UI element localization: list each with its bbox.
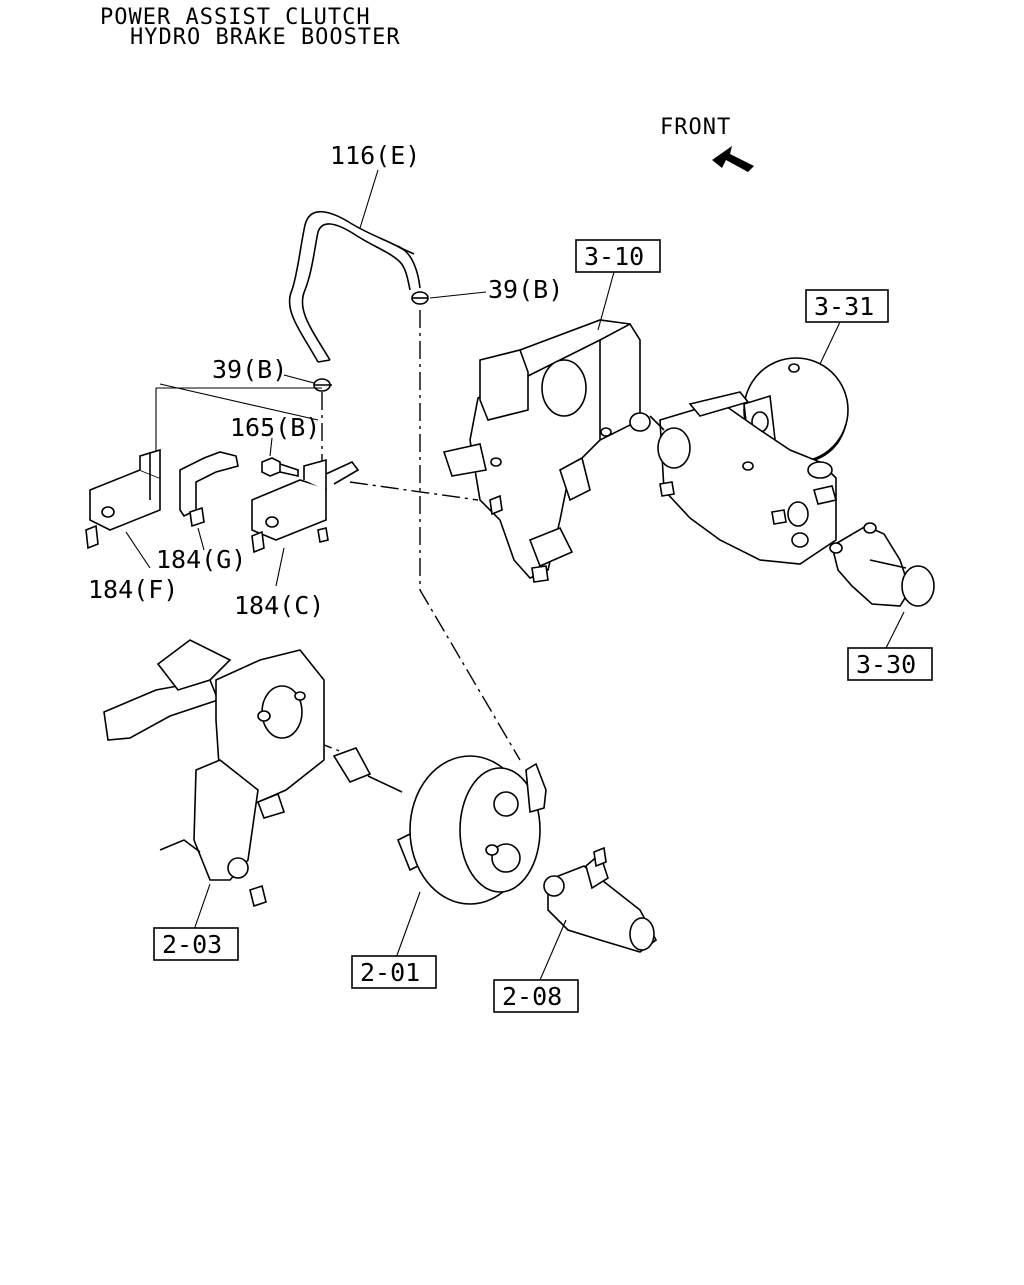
hose-clip-lower — [313, 378, 332, 392]
leader-116e — [359, 169, 379, 229]
ref-box-2-01 — [351, 955, 437, 989]
master-cylinder — [543, 846, 658, 953]
clutch-pedal-bracket — [442, 319, 641, 583]
leader-2-08 — [539, 919, 567, 981]
callout-39b-upper: 39(B) — [488, 275, 563, 304]
clutch-cylinder — [829, 522, 935, 607]
bracket-184g — [179, 451, 239, 528]
ref-2-03: 2-03 — [162, 930, 222, 959]
leader-184g — [197, 527, 205, 551]
leader-165b — [269, 437, 273, 457]
leader-2-03 — [193, 883, 211, 931]
diagram-title-line1: POWER ASSIST CLUTCH — [100, 5, 371, 30]
leader-184c — [275, 547, 285, 587]
front-label: FRONT — [660, 115, 731, 140]
callout-184c: 184(C) — [234, 591, 324, 620]
bolt — [261, 457, 299, 477]
leader-39b-lower — [283, 374, 315, 384]
vacuum-hose — [288, 210, 421, 363]
callout-165b: 165(B) — [230, 413, 320, 442]
brake-pedal-bracket — [103, 639, 325, 908]
leader-39b-upper — [429, 291, 487, 299]
ref-2-01: 2-01 — [360, 958, 420, 987]
bracket-group-lines — [155, 383, 322, 460]
ref-3-31: 3-31 — [814, 292, 874, 321]
callout-39b-lower: 39(B) — [212, 355, 287, 384]
ref-box-2-03 — [153, 927, 239, 961]
bracket-184c — [251, 458, 360, 554]
ref-box-3-31 — [805, 289, 889, 323]
bracket-assembly-line — [349, 481, 479, 501]
ref-box-3-10 — [575, 239, 661, 273]
leader-3-31 — [819, 321, 841, 365]
ref-box-2-08 — [493, 979, 579, 1013]
callout-184f: 184(F) — [88, 575, 178, 604]
diagram-title-line2: HYDRO BRAKE BOOSTER — [130, 25, 401, 50]
ref-2-08: 2-08 — [502, 982, 562, 1011]
ref-3-10: 3-10 — [584, 242, 644, 271]
leader-3-10 — [597, 271, 615, 331]
leader-184f — [125, 531, 151, 569]
callout-116e: 116(E) — [330, 141, 420, 170]
ref-3-30: 3-30 — [856, 650, 916, 679]
callout-184g: 184(G) — [156, 545, 246, 574]
hydro-brake-booster-unit — [629, 357, 849, 565]
brake-booster — [332, 747, 547, 905]
leader-2-01 — [395, 891, 421, 959]
front-arrow-icon — [712, 146, 754, 172]
leader-3-30 — [885, 611, 905, 649]
ref-box-3-30 — [847, 647, 933, 681]
hose-clip-upper — [411, 291, 429, 305]
hose-routing-line — [419, 310, 521, 761]
bracket-184f — [85, 448, 161, 550]
